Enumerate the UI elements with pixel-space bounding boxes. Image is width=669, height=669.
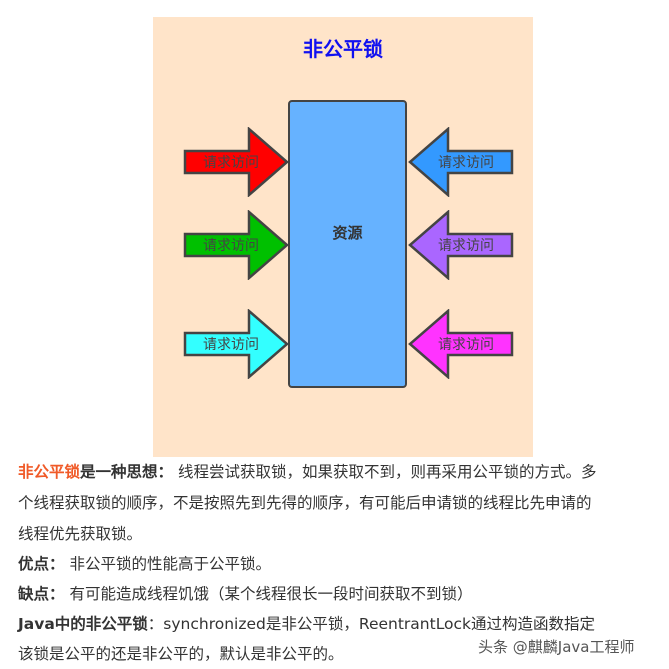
cons-line: 缺点： 有可能造成线程饥饿（某个线程很长一段时间获取不到锁） [18, 582, 472, 604]
java-text: ：synchronized是非公平锁，ReentrantLock通过构造函数指定 [147, 615, 596, 633]
arrow-icon [183, 210, 289, 280]
resource-label: 资源 [332, 224, 363, 242]
java-line-2: 该锁是公平的还是非公平的，默认是非公平的。 [18, 645, 344, 663]
request-access-label: 请求访问 [438, 155, 494, 171]
arrow-icon [183, 127, 289, 197]
watermark: 头条 @麒麟Java工程师 [478, 638, 635, 656]
request-access-label: 请求访问 [438, 337, 494, 353]
request-access-label: 请求访问 [203, 337, 259, 353]
arrow-icon [408, 309, 514, 379]
intro-line-3: 线程优先获取锁。 [18, 525, 143, 543]
arrow-icon [408, 127, 514, 197]
resource-box: 资源 [288, 100, 407, 388]
java-label: Java中的非公平锁 [18, 615, 148, 633]
pros-text: 非公平锁的性能高于公平锁。 [64, 555, 271, 573]
request-access-label: 请求访问 [438, 238, 494, 254]
pros-line: 优点： 非公平锁的性能高于公平锁。 [18, 552, 271, 574]
request-access-label: 请求访问 [203, 238, 259, 254]
pros-label: 优点： [18, 555, 65, 573]
java-line: Java中的非公平锁：synchronized是非公平锁，ReentrantLo… [18, 612, 595, 634]
diagram-title: 非公平锁 [303, 37, 383, 61]
arrow-icon [408, 210, 514, 280]
intro-line-1: 非公平锁是一种思想： 线程尝试获取锁，如果获取不到，则再采用公平锁的方式。多 [18, 460, 596, 482]
term-label: 是一种思想： [80, 463, 174, 481]
cons-text: 有可能造成线程饥饿（某个线程很长一段时间获取不到锁） [64, 585, 473, 603]
arrow-icon [183, 309, 289, 379]
cons-label: 缺点： [18, 585, 65, 603]
term-highlight: 非公平锁 [18, 463, 81, 481]
non-fair-lock-diagram: 非公平锁 资源 请求访问请求访问请求访问请求访问请求访问请求访问 [153, 17, 533, 457]
intro-text: 线程尝试获取锁，如果获取不到，则再采用公平锁的方式。多 [173, 463, 597, 481]
request-access-label: 请求访问 [203, 155, 259, 171]
intro-line-2: 个线程获取锁的顺序，不是按照先到先得的顺序，有可能后申请锁的线程比先申请的 [18, 494, 592, 512]
